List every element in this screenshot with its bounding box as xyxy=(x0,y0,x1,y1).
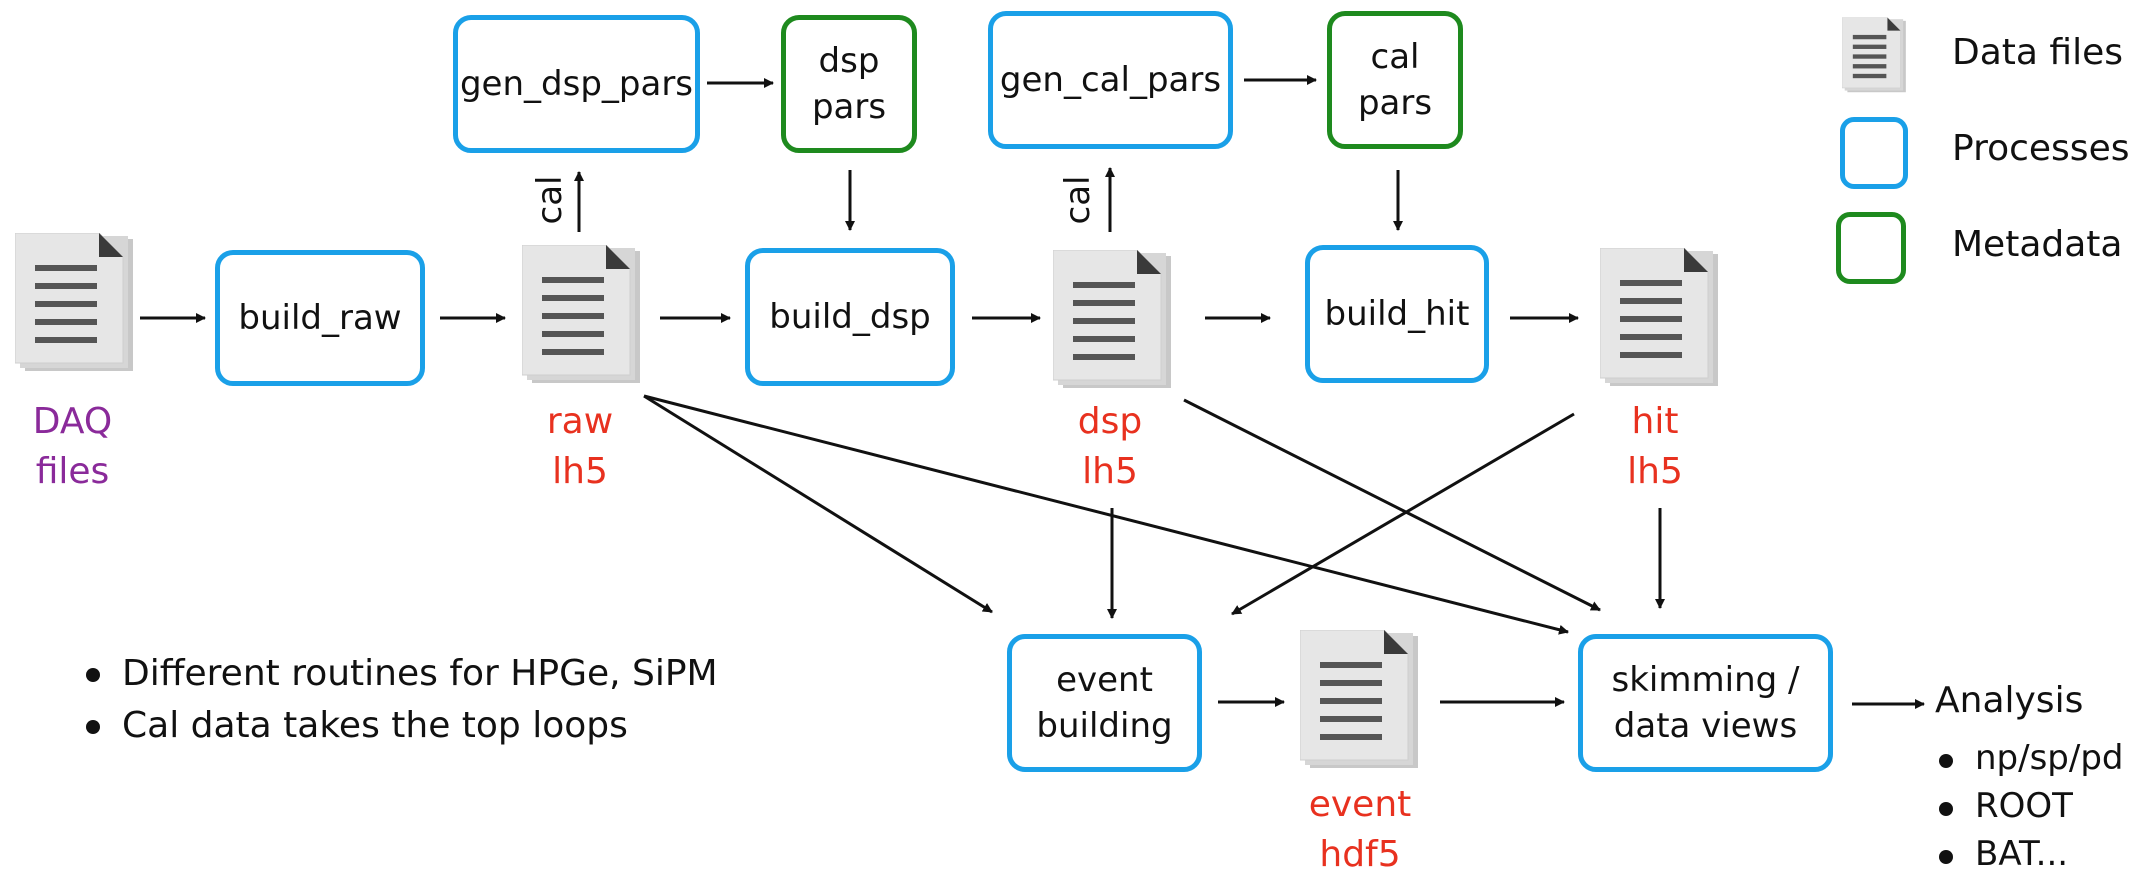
dsp-file-label: dsp lh5 xyxy=(1077,401,1143,492)
dsp-pars-label: dsp pars xyxy=(811,41,887,127)
build-raw-process: build_raw xyxy=(215,250,425,386)
hit-file-icon xyxy=(1600,248,1718,386)
analysis-item: np/sp/pd xyxy=(1935,734,2124,782)
legend-data-file-icon xyxy=(1842,17,1906,93)
analysis-item: BAT... xyxy=(1935,830,2124,878)
arrow-raw-to-event-building xyxy=(643,394,993,614)
event-file-icon xyxy=(1300,630,1418,768)
gen-cal-pars-process: gen_cal_pars xyxy=(988,11,1233,149)
cal-pars-label: cal pars xyxy=(1357,37,1433,123)
dsp-pars-metadata: dsp pars xyxy=(781,15,917,153)
arrow-dsp-to-skimming xyxy=(1183,398,1601,612)
gen-dsp-pars-process: gen_dsp_pars xyxy=(453,15,700,153)
analysis-title: Analysis xyxy=(1935,680,2084,721)
event-file-label: event hdf5 xyxy=(1308,784,1412,875)
legend-label-processes: Processes xyxy=(1952,128,2130,169)
gen-cal-pars-label: gen_cal_pars xyxy=(999,60,1222,100)
legend-metadata-swatch xyxy=(1836,212,1906,284)
build-dsp-process: build_dsp xyxy=(745,248,955,386)
cal-pars-metadata: cal pars xyxy=(1327,11,1463,149)
build-raw-label: build_raw xyxy=(238,298,402,338)
event-building-label: event building xyxy=(1036,660,1173,746)
raw-file-icon xyxy=(522,245,640,383)
build-dsp-label: build_dsp xyxy=(769,297,931,337)
analysis-list: np/sp/pd ROOT BAT... xyxy=(1935,734,2124,878)
note-item: Cal data takes the top loops xyxy=(82,700,718,752)
analysis-item: ROOT xyxy=(1935,782,2124,830)
hit-file-label: hit lh5 xyxy=(1627,401,1683,492)
daq-files-label: DAQ files xyxy=(32,401,113,492)
arrow-raw-to-skimming xyxy=(643,394,1569,635)
legend-process-swatch xyxy=(1840,117,1908,189)
arrow-hit-to-event-building xyxy=(1231,412,1575,616)
legend-label-data-files: Data files xyxy=(1952,32,2123,73)
cal-label-dsp: cal xyxy=(1058,175,1098,225)
dsp-file-icon xyxy=(1053,250,1171,388)
note-item: Different routines for HPGe, SiPM xyxy=(82,648,718,700)
cal-label-raw: cal xyxy=(530,175,570,225)
notes-list: Different routines for HPGe, SiPM Cal da… xyxy=(82,648,718,752)
gen-dsp-pars-label: gen_dsp_pars xyxy=(459,64,694,104)
event-building-process: event building xyxy=(1007,634,1202,772)
raw-file-label: raw lh5 xyxy=(546,401,614,492)
skimming-process: skimming / data views xyxy=(1578,634,1833,772)
daq-file-icon xyxy=(15,233,133,371)
build-hit-label: build_hit xyxy=(1324,294,1470,334)
skimming-label: skimming / data views xyxy=(1611,660,1800,746)
build-hit-process: build_hit xyxy=(1305,245,1489,383)
legend-label-metadata: Metadata xyxy=(1952,224,2123,265)
